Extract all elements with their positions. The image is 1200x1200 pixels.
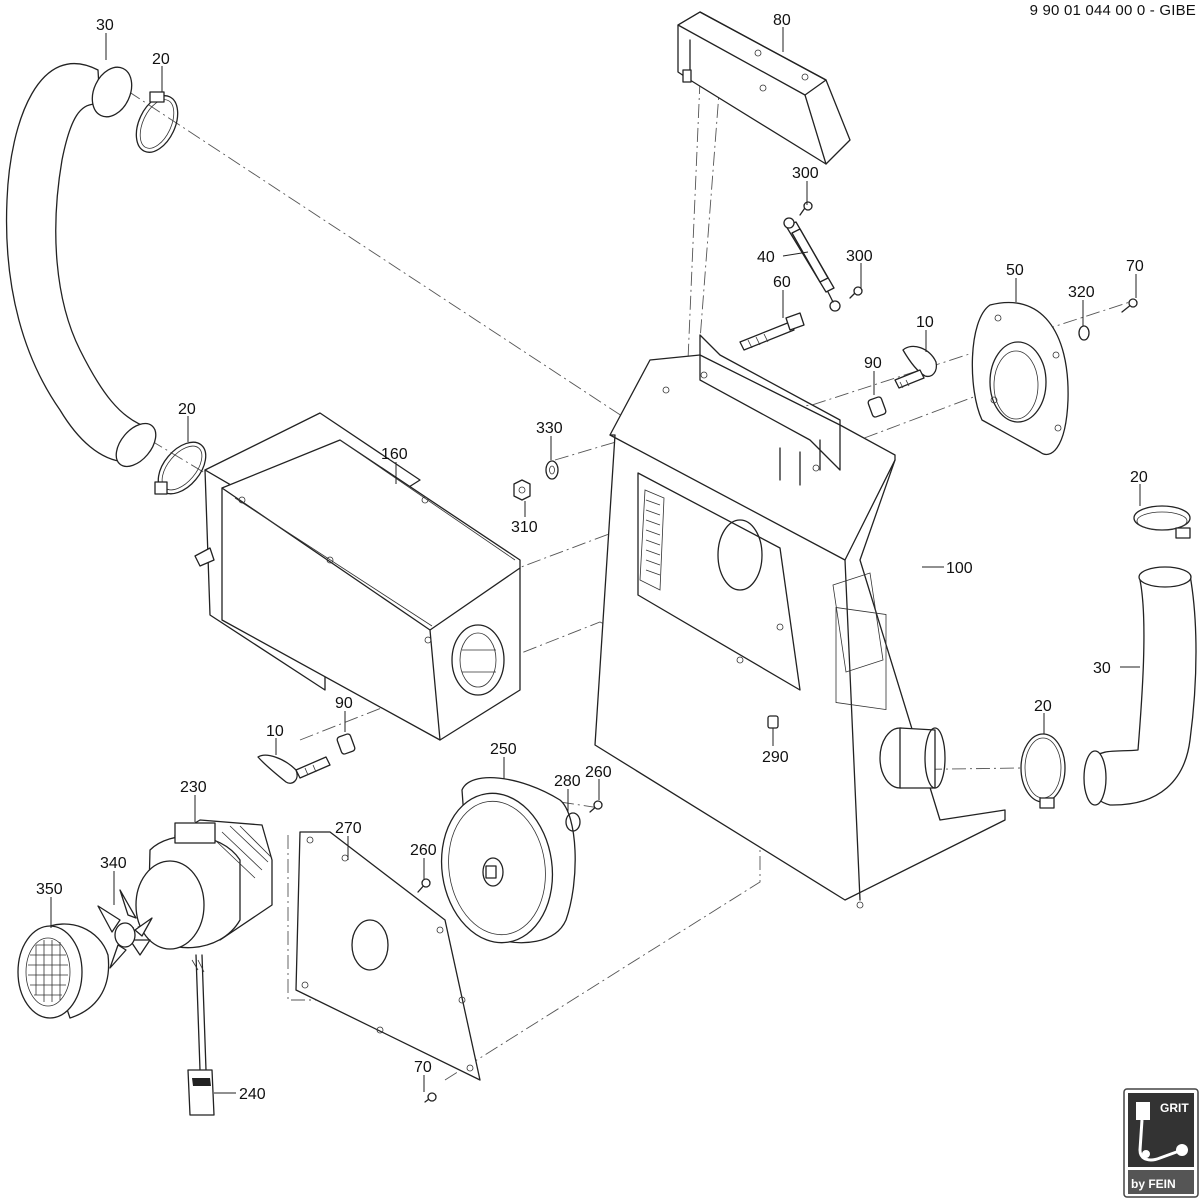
cover-plate-270 bbox=[295, 831, 481, 1081]
screw-300-a bbox=[799, 201, 813, 216]
label-90-b: 90 bbox=[335, 695, 353, 712]
label-270: 270 bbox=[335, 820, 362, 837]
label-90-a: 90 bbox=[864, 355, 882, 372]
nut-310 bbox=[513, 479, 531, 501]
label-80: 80 bbox=[773, 12, 791, 29]
label-100: 100 bbox=[946, 560, 973, 577]
grit-by-fein-logo: GRIT by FEIN bbox=[1123, 1088, 1199, 1198]
screw-70-a bbox=[1121, 298, 1138, 313]
label-230: 230 bbox=[180, 779, 207, 796]
hose-clamp-20-d bbox=[1020, 733, 1066, 809]
hose-clamp-20-a bbox=[135, 91, 179, 153]
label-160: 160 bbox=[381, 446, 408, 463]
label-50: 50 bbox=[1006, 262, 1024, 279]
bolt-60 bbox=[739, 312, 805, 351]
top-cover-80 bbox=[677, 11, 851, 165]
logo-by-fein-text: by FEIN bbox=[1131, 1177, 1176, 1191]
cable-240 bbox=[187, 954, 215, 1116]
bushing-90-a bbox=[867, 396, 887, 418]
label-30-upper: 30 bbox=[96, 17, 114, 34]
fan-340 bbox=[97, 889, 153, 969]
label-240: 240 bbox=[239, 1086, 266, 1103]
label-70-a: 70 bbox=[1126, 258, 1144, 275]
label-340: 340 bbox=[100, 855, 127, 872]
label-320: 320 bbox=[1068, 284, 1095, 301]
flange-plate-50 bbox=[971, 301, 1069, 456]
gas-strut-40 bbox=[783, 217, 841, 312]
label-310: 310 bbox=[511, 519, 538, 536]
hose-clamp-20-b bbox=[154, 441, 207, 495]
grommet-290 bbox=[767, 715, 779, 729]
label-30-right: 30 bbox=[1093, 660, 1111, 677]
label-20-c: 20 bbox=[1130, 469, 1148, 486]
label-20-a: 20 bbox=[152, 51, 170, 68]
screw-300-b bbox=[849, 286, 863, 299]
wheel-250 bbox=[440, 777, 576, 944]
label-300-a: 300 bbox=[792, 165, 819, 182]
document-number: 9 90 01 044 00 0 - GIBE bbox=[1029, 2, 1196, 19]
filter-housing-160 bbox=[194, 412, 521, 741]
clamping-lever-10-b bbox=[257, 754, 331, 784]
label-260-b: 260 bbox=[410, 842, 437, 859]
label-10-b: 10 bbox=[266, 723, 284, 740]
hose-clamp-20-c bbox=[1133, 505, 1191, 539]
hose-30-right bbox=[1083, 566, 1197, 806]
label-20-b: 20 bbox=[178, 401, 196, 418]
motor-230 bbox=[135, 819, 273, 950]
label-10-a: 10 bbox=[916, 314, 934, 331]
clamping-lever-10-a bbox=[894, 345, 938, 389]
washer-320 bbox=[1078, 325, 1090, 341]
label-70-b: 70 bbox=[414, 1059, 432, 1076]
screw-260-a bbox=[589, 800, 603, 813]
bushing-90-b bbox=[336, 733, 356, 755]
fan-cover-350 bbox=[17, 923, 110, 1019]
label-330: 330 bbox=[536, 420, 563, 437]
label-60: 60 bbox=[773, 274, 791, 291]
logo-grit-text: GRIT bbox=[1160, 1101, 1189, 1115]
label-350: 350 bbox=[36, 881, 63, 898]
label-20-d: 20 bbox=[1034, 698, 1052, 715]
label-260-a: 260 bbox=[585, 764, 612, 781]
screw-260-b bbox=[417, 878, 431, 893]
screw-70-b bbox=[424, 1092, 437, 1103]
label-40: 40 bbox=[757, 249, 775, 266]
washer-280 bbox=[565, 812, 581, 832]
main-stand-100 bbox=[594, 334, 1006, 909]
label-290: 290 bbox=[762, 749, 789, 766]
part-labels: 30 20 20 80 300 40 300 60 10 90 50 320 7… bbox=[36, 12, 1148, 1103]
label-280: 280 bbox=[554, 773, 581, 790]
leader-lines bbox=[50, 27, 1141, 1094]
label-300-b: 300 bbox=[846, 248, 873, 265]
washer-330 bbox=[545, 460, 559, 480]
label-250: 250 bbox=[490, 741, 517, 758]
hose-30-upper-left bbox=[5, 63, 157, 468]
